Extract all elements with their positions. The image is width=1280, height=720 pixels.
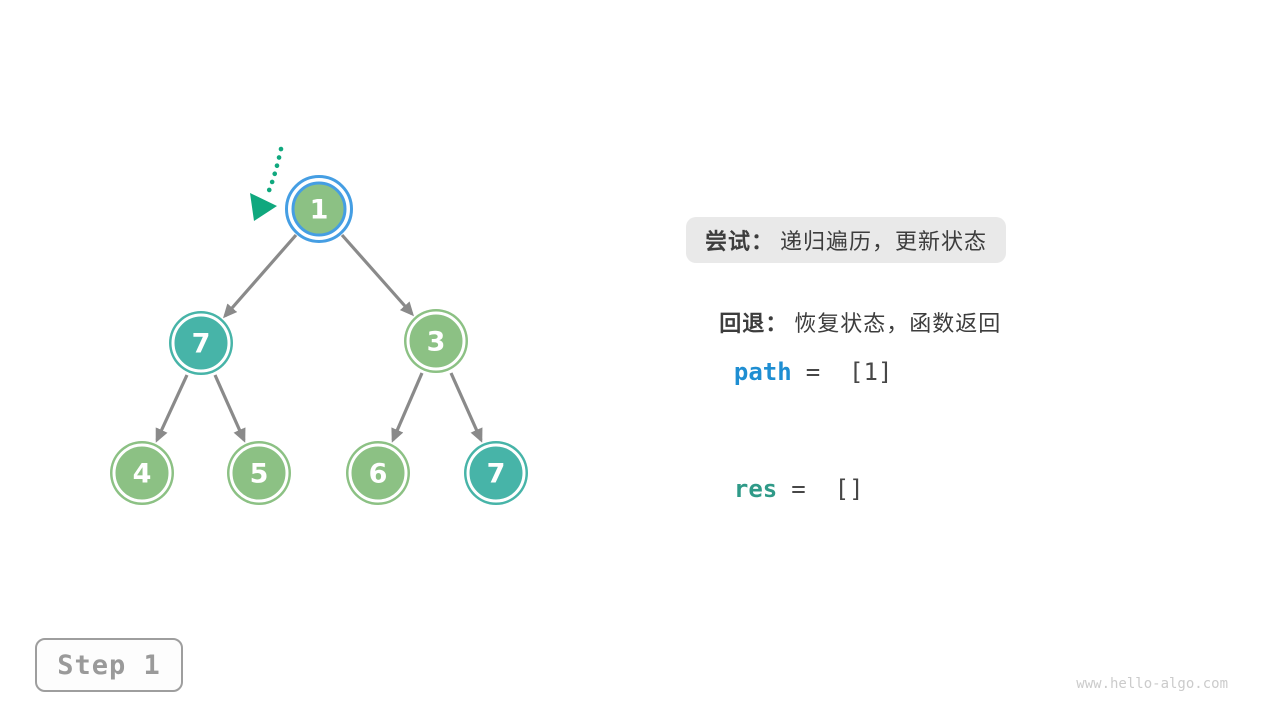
tree-node-5: 5: [227, 441, 291, 505]
website-watermark: www.hello-algo.com: [1076, 676, 1228, 692]
edge-3-7: [449, 372, 483, 443]
node-value: 6: [369, 459, 388, 490]
res-variable-value: = []: [791, 475, 864, 503]
path-variable-line: path = [1]: [705, 330, 893, 386]
edge-3-6: [391, 372, 424, 443]
node-value: 4: [133, 459, 152, 490]
res-variable-name: res: [733, 475, 778, 503]
tree-node-root-1: 1: [285, 175, 353, 243]
step-label: Step 1: [57, 649, 161, 681]
node-value: 5: [250, 459, 269, 490]
back-label: 回退：: [719, 311, 789, 336]
back-action-text: 回退：恢复状态，函数返回: [705, 279, 1001, 339]
node-value: 1: [310, 195, 329, 226]
pointer-dotted-line: [265, 146, 284, 196]
edge-1-3: [340, 233, 414, 317]
tree-node-7-left: 7: [169, 311, 233, 375]
edge-7-5: [213, 374, 246, 443]
try-action-highlight: 尝试：递归遍历，更新状态: [686, 217, 1007, 263]
tree-node-7-leaf: 7: [464, 441, 528, 505]
tree-node-6: 6: [346, 441, 410, 505]
node-value: 7: [192, 329, 211, 360]
back-description: 恢复状态，函数返回: [794, 311, 1002, 336]
tree-edges: [155, 233, 483, 443]
edge-1-7: [223, 233, 298, 319]
try-description: 递归遍历，更新状态: [780, 229, 988, 254]
node-value: 3: [427, 327, 446, 358]
try-label: 尝试：: [705, 229, 775, 254]
step-indicator: Step 1: [35, 638, 183, 692]
path-variable-name: path: [733, 358, 792, 386]
res-variable-line: res = []: [705, 447, 864, 503]
path-variable-value: = [1]: [805, 358, 893, 386]
current-node-pointer: [250, 146, 284, 221]
edge-7-4: [155, 374, 189, 443]
tree-node-4: 4: [110, 441, 174, 505]
tree-node-3: 3: [404, 309, 468, 373]
try-action-text: 尝试：递归遍历，更新状态: [705, 224, 987, 256]
pointer-arrowhead-icon: [250, 193, 277, 221]
node-value: 7: [487, 459, 506, 490]
